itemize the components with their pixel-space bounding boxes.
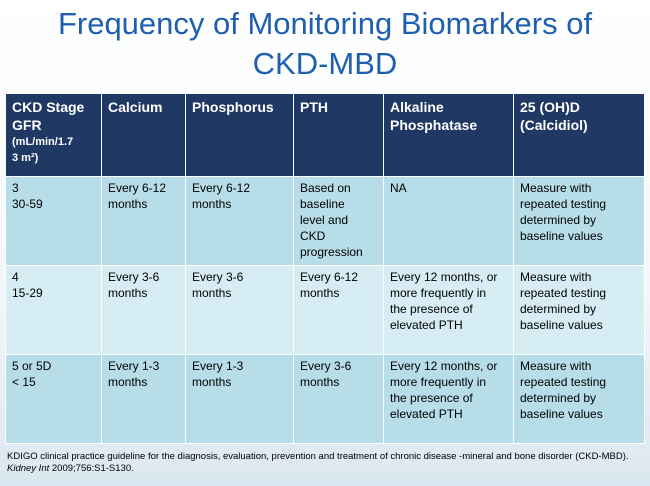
header-calcium: Calcium: [101, 93, 186, 177]
cell-calcidiol: Measure with repeated testing determined…: [513, 354, 645, 444]
cell-calcium: Every 6-12 months: [101, 176, 186, 266]
cell-pth: Every 6-12 months: [293, 265, 384, 355]
table-row: 4 15-29 Every 3-6 months Every 3-6 month…: [5, 265, 645, 355]
footnote-citation: KDIGO clinical practice guideline for th…: [7, 451, 643, 475]
header-ckd-stage: CKD Stage GFR (mL/min/1.7 3 m²): [5, 93, 102, 177]
header-calcidiol: 25 (OH)D (Calcidiol): [513, 93, 645, 177]
cell-pth: Based on baseline level and CKD progress…: [293, 176, 384, 266]
header-phosphorus: Phosphorus: [185, 93, 294, 177]
table-header-row: CKD Stage GFR (mL/min/1.7 3 m²) Calcium …: [5, 93, 645, 177]
title-line-1: Frequency of Monitoring Biomarkers of: [57, 6, 593, 41]
header-gfr-units: (mL/min/1.7 3 m²): [12, 136, 74, 164]
cell-phosphorus: Every 3-6 months: [185, 265, 294, 355]
cell-calcium: Every 3-6 months: [101, 265, 186, 355]
cell-stage: 3 30-59: [5, 176, 102, 266]
cell-calcidiol: Measure with repeated testing determined…: [513, 265, 645, 355]
cell-alkaline-phosphatase: Every 12 months, or more frequently in t…: [383, 354, 514, 444]
cell-stage: 4 15-29: [5, 265, 102, 355]
biomarker-table: CKD Stage GFR (mL/min/1.7 3 m²) Calcium …: [5, 93, 645, 444]
cell-phosphorus: Every 1-3 months: [185, 354, 294, 444]
cell-calcidiol: Measure with repeated testing determined…: [513, 176, 645, 266]
footnote-text: KDIGO clinical practice guideline for th…: [7, 451, 629, 462]
table-row: 3 30-59 Every 6-12 months Every 6-12 mon…: [5, 176, 645, 266]
cell-stage: 5 or 5D < 15: [5, 354, 102, 444]
slide-title: Frequency of Monitoring Biomarkers of CK…: [0, 4, 650, 84]
title-line-2: CKD-MBD: [252, 46, 398, 81]
footnote-reference: 2009;756:S1-S130.: [49, 463, 134, 474]
header-pth: PTH: [293, 93, 384, 177]
cell-pth: Every 3-6 months: [293, 354, 384, 444]
cell-phosphorus: Every 6-12 months: [185, 176, 294, 266]
cell-alkaline-phosphatase: Every 12 months, or more frequently in t…: [383, 265, 514, 355]
cell-calcium: Every 1-3 months: [101, 354, 186, 444]
table-row: 5 or 5D < 15 Every 1-3 months Every 1-3 …: [5, 354, 645, 444]
cell-alkaline-phosphatase: NA: [383, 176, 514, 266]
header-alkaline-phosphatase: Alkaline Phosphatase: [383, 93, 514, 177]
footnote-journal: Kidney Int: [7, 463, 50, 474]
